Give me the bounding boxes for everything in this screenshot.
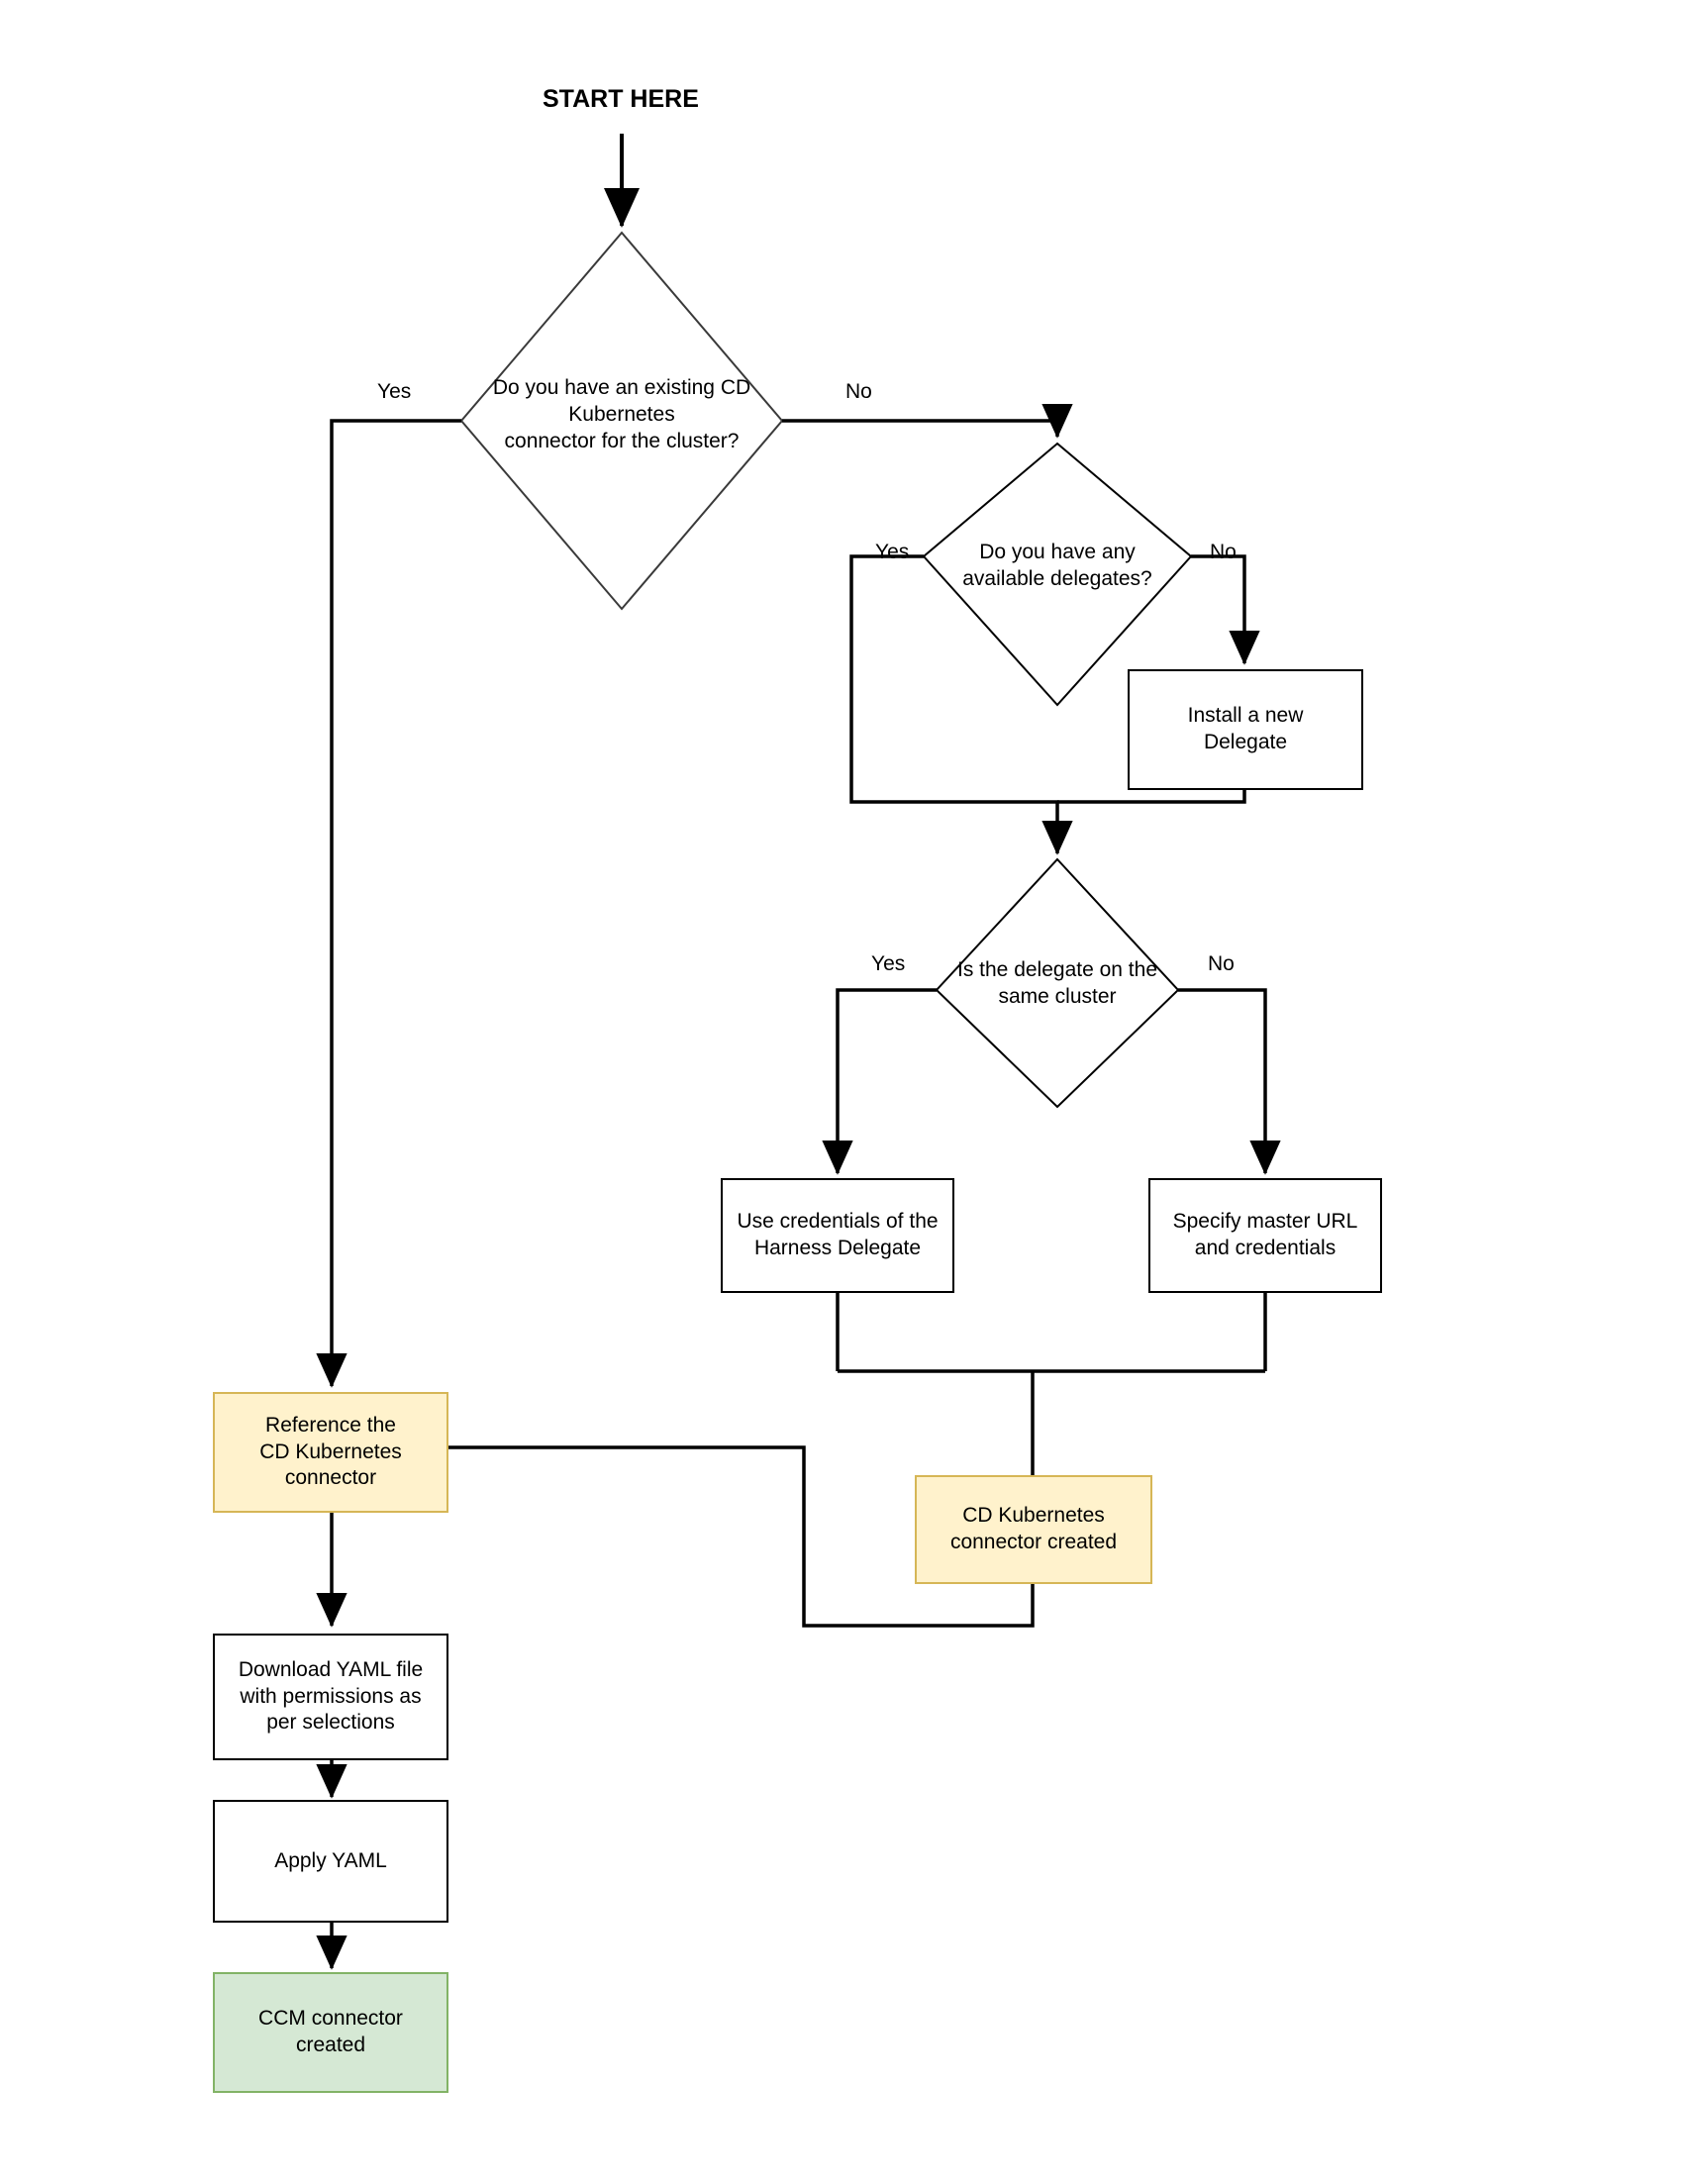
- specify-line-1: Specify master URL: [1172, 1210, 1358, 1234]
- download-line-2: with permissions as: [240, 1684, 422, 1708]
- diamond-2-line-2: available delegates?: [962, 566, 1152, 590]
- edge-d3-no-to-specify: [1178, 988, 1281, 1175]
- download-line-3: per selections: [266, 1711, 395, 1735]
- edge-d2-no-to-install: [1191, 554, 1260, 665]
- diamond-1-line-1: Do you have an existing CD: [492, 376, 751, 399]
- edge-d2-yes-to-d3: [849, 554, 1073, 855]
- node-apply-yaml-text: Apply YAML: [274, 1848, 387, 1875]
- edge-label-d1-no: No: [845, 380, 872, 403]
- reference-line-2: CD Kubernetes: [259, 1439, 402, 1463]
- diamond-2-label: Do you have any available delegates?: [924, 540, 1191, 593]
- cdcreated-line-2: connector created: [949, 1531, 1118, 1553]
- node-cd-connector-created-text: CD Kubernetes connector created: [950, 1503, 1117, 1556]
- edge-d3-yes-to-usecreds: [822, 988, 937, 1175]
- diamond-1-line-3: connector for the cluster?: [504, 429, 740, 452]
- edge-label-d2-yes: Yes: [875, 541, 910, 563]
- diamond-1-line-2: Kubernetes: [568, 402, 675, 426]
- node-reference-cd-connector[interactable]: Reference the CD Kubernetes connector: [213, 1392, 448, 1513]
- edge-label-d2-no: No: [1210, 541, 1237, 563]
- diamond-1-label: Do you have an existing CD Kubernetes co…: [461, 375, 782, 455]
- node-ccm-connector-created[interactable]: CCM connector created: [213, 1972, 448, 2093]
- usecreds-line-1: Use credentials of the: [737, 1210, 939, 1234]
- node-install-delegate-text: Install a new Delegate: [1188, 703, 1304, 756]
- reference-line-1: Reference the: [265, 1413, 396, 1437]
- node-install-delegate[interactable]: Install a new Delegate: [1128, 669, 1363, 790]
- edge-d1-no-to-d2: [782, 403, 1073, 439]
- install-line-2: Delegate: [1203, 731, 1288, 753]
- edge-label-d3-no: No: [1208, 952, 1235, 975]
- specify-line-2: and credentials: [1194, 1237, 1337, 1259]
- node-download-yaml[interactable]: Download YAML file with permissions as p…: [213, 1634, 448, 1760]
- edge-d1-yes-to-reference: [316, 419, 461, 1388]
- node-cd-connector-created[interactable]: CD Kubernetes connector created: [915, 1475, 1152, 1584]
- install-line-1: Install a new: [1187, 704, 1304, 728]
- download-line-1: Download YAML file: [238, 1657, 424, 1681]
- node-apply-yaml[interactable]: Apply YAML: [213, 1800, 448, 1923]
- ccmcreated-line-1: CCM connector: [258, 2007, 403, 2031]
- node-use-credentials-text: Use credentials of the Harness Delegate: [737, 1209, 938, 1262]
- node-download-yaml-text: Download YAML file with permissions as p…: [239, 1657, 423, 1737]
- start-here-title: START HERE: [543, 85, 699, 113]
- node-reference-cd-connector-text: Reference the CD Kubernetes connector: [259, 1413, 402, 1493]
- diamond-3-line-2: same cluster: [998, 984, 1117, 1008]
- node-use-credentials[interactable]: Use credentials of the Harness Delegate: [721, 1178, 954, 1293]
- diamond-3-line-1: Is the delegate on the: [957, 958, 1157, 981]
- diamond-3-label: Is the delegate on the same cluster: [929, 957, 1186, 1011]
- cdcreated-line-1: CD Kubernetes: [962, 1504, 1105, 1528]
- diamond-2-line-1: Do you have any: [979, 541, 1136, 563]
- apply-line-1: Apply YAML: [274, 1848, 387, 1872]
- ccmcreated-line-2: created: [295, 2034, 366, 2056]
- node-specify-master-url-text: Specify master URL and credentials: [1173, 1209, 1358, 1262]
- usecreds-line-2: Harness Delegate: [753, 1237, 922, 1259]
- edge-label-d1-yes: Yes: [377, 380, 412, 403]
- node-ccm-connector-created-text: CCM connector created: [258, 2006, 403, 2059]
- reference-line-3: connector: [284, 1466, 377, 1490]
- node-specify-master-url[interactable]: Specify master URL and credentials: [1148, 1178, 1382, 1293]
- edge-label-d3-yes: Yes: [871, 952, 906, 975]
